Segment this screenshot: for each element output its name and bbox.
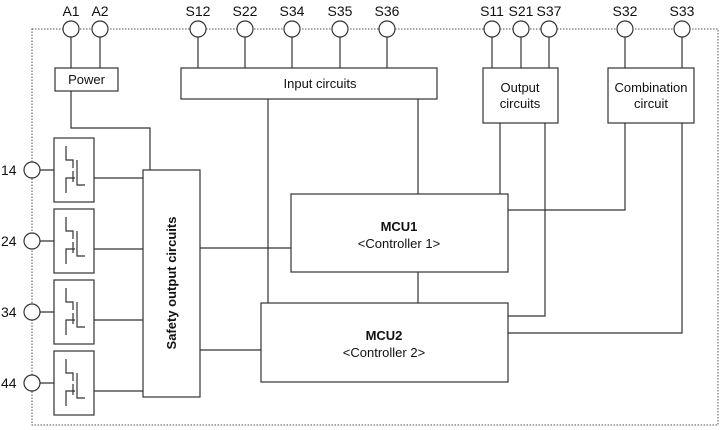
- terminal-circle: [23, 161, 41, 179]
- terminal-circle: [189, 20, 207, 38]
- safety-output-label: Safety output circuits: [164, 217, 179, 350]
- terminal-circle: [512, 20, 530, 38]
- terminal-S35: S35: [328, 3, 353, 38]
- terminal-A2: A2: [91, 3, 109, 38]
- mcu2-subtitle: <Controller 2>: [343, 345, 425, 360]
- relay-contact-icon: [53, 279, 95, 345]
- terminal-S22: S22: [233, 3, 258, 38]
- terminal-label: A2: [91, 3, 108, 19]
- terminal-S36: S36: [375, 3, 400, 38]
- mcu1-title: MCU1: [381, 219, 418, 234]
- terminal-circle: [673, 20, 691, 38]
- terminal-label: 44: [1, 375, 17, 391]
- terminal-circle: [378, 20, 396, 38]
- terminal-circle: [483, 20, 501, 38]
- terminal-label: 34: [1, 304, 17, 320]
- terminal-S21: S21: [509, 3, 534, 38]
- terminal-circle: [62, 20, 80, 38]
- left-terminals: 14 24 34 44: [1, 137, 143, 416]
- terminal-circle: [540, 20, 558, 38]
- relay-contact-icon: [53, 350, 95, 416]
- wires: [70, 37, 683, 351]
- terminal-circle: [331, 20, 349, 38]
- power-block: Power: [54, 67, 119, 92]
- terminal-circle: [91, 20, 109, 38]
- terminal-circle: [23, 303, 41, 321]
- combination-label-2: circuit: [634, 96, 668, 111]
- output-terminal-34: 34: [1, 279, 143, 345]
- terminal-label: S32: [613, 3, 638, 19]
- terminal-circle: [236, 20, 254, 38]
- terminal-label: S22: [233, 3, 258, 19]
- terminal-label: 14: [1, 162, 17, 178]
- terminal-label: S36: [375, 3, 400, 19]
- input-circuits-label: Input circuits: [284, 76, 357, 91]
- output-terminal-24: 24: [1, 208, 143, 274]
- terminal-label: S12: [186, 3, 211, 19]
- terminal-label: S33: [670, 3, 695, 19]
- mcu1-block: MCU1 <Controller 1>: [290, 193, 509, 273]
- terminal-label: S37: [537, 3, 562, 19]
- terminal-A1: A1: [62, 3, 80, 38]
- terminal-S34: S34: [280, 3, 305, 38]
- mcu2-title: MCU2: [366, 328, 403, 343]
- relay-contact-icon: [53, 137, 95, 203]
- mcu2-block: MCU2 <Controller 2>: [260, 302, 509, 383]
- housing-outline: [31, 28, 719, 426]
- terminal-circle: [616, 20, 634, 38]
- output-label-2: circuits: [500, 96, 541, 111]
- output-terminal-44: 44: [1, 350, 143, 416]
- output-circuits-block: Output circuits: [482, 67, 559, 124]
- terminal-S12: S12: [186, 3, 211, 38]
- input-circuits-block: Input circuits: [180, 67, 438, 100]
- relay-contact-icon: [53, 208, 95, 274]
- terminal-S11: S11: [480, 3, 504, 38]
- terminal-circle: [23, 232, 41, 250]
- terminal-label: S21: [509, 3, 534, 19]
- terminal-label: A1: [62, 3, 79, 19]
- terminal-circle: [283, 20, 301, 38]
- output-label-1: Output: [500, 80, 539, 95]
- terminal-label: S11: [480, 3, 504, 19]
- terminal-label: S35: [328, 3, 353, 19]
- output-terminal-14: 14: [1, 137, 143, 203]
- terminal-S32: S32: [613, 3, 638, 38]
- safety-output-block: Safety output circuits: [142, 169, 201, 398]
- terminal-S33: S33: [670, 3, 695, 38]
- mcu1-subtitle: <Controller 1>: [358, 236, 440, 251]
- terminal-circle: [23, 374, 41, 392]
- terminal-label: 24: [1, 233, 17, 249]
- terminal-label: S34: [280, 3, 305, 19]
- combination-circuit-block: Combination circuit: [607, 67, 695, 124]
- combination-label-1: Combination: [615, 80, 688, 95]
- terminal-S37: S37: [537, 3, 562, 38]
- power-label: Power: [68, 72, 106, 87]
